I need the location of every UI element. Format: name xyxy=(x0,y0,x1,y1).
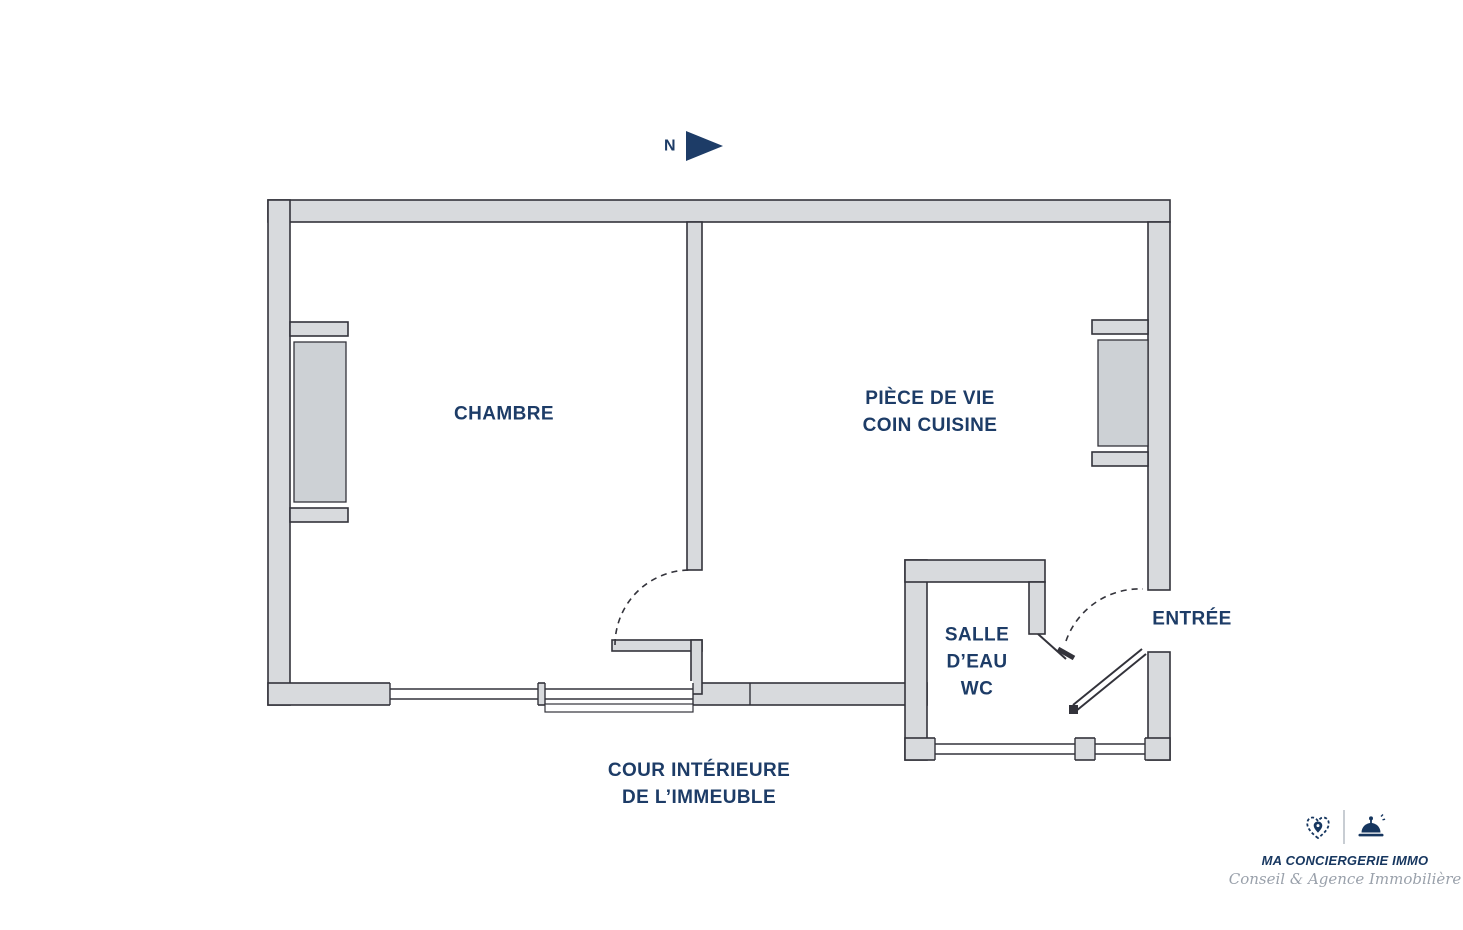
piece-de-vie-line1: PIÈCE DE VIE xyxy=(865,388,995,409)
courtyard-line2: DE L’IMMEUBLE xyxy=(621,787,777,808)
windows-entry xyxy=(934,737,1146,761)
room-label-piece-de-vie: PIÈCE DE VIE COIN CUISINE xyxy=(863,385,998,439)
radiators xyxy=(293,339,1149,503)
entree-door-arc xyxy=(1065,588,1144,642)
room-label-chambre: CHAMBRE xyxy=(454,403,554,425)
salle-eau-door-leaf xyxy=(1037,633,1067,660)
doors xyxy=(614,569,1147,714)
courtyard-line1: COUR INTÉRIEURE xyxy=(607,760,791,781)
logo-divider xyxy=(1343,810,1345,844)
agency-tagline: Conseil & Agence Immobilière xyxy=(1228,870,1462,888)
salle-eau-door-stop xyxy=(1056,646,1076,661)
agency-logo: MA CONCIERGERIE IMMO Conseil & Agence Im… xyxy=(1229,806,1461,888)
courtyard-label: COUR INTÉRIEURE DE L’IMMEUBLE xyxy=(608,757,790,811)
logo-icons xyxy=(1303,806,1387,848)
entree-door-hinge xyxy=(1069,705,1078,714)
entree-door-leaf xyxy=(1072,648,1147,712)
heart-pin-icon xyxy=(1306,816,1330,840)
walls xyxy=(267,199,1171,761)
room-label-entree: ENTRÉE xyxy=(1152,608,1232,630)
windows-bottom xyxy=(389,681,751,713)
north-arrow-icon xyxy=(686,131,723,161)
room-label-salle-eau: SALLE D’EAU WC xyxy=(945,622,1009,703)
agency-name: MA CONCIERGERIE IMMO xyxy=(1261,853,1429,868)
piece-de-vie-line2: COIN CUISINE xyxy=(862,415,998,436)
chambre-door-arc xyxy=(614,569,691,646)
salle-eau-line3: WC xyxy=(960,678,994,700)
salle-eau-line1: SALLE xyxy=(944,624,1010,646)
north-label: N xyxy=(663,137,677,155)
salle-eau-line2: D’EAU xyxy=(946,651,1008,673)
bell-icon xyxy=(1358,814,1386,837)
